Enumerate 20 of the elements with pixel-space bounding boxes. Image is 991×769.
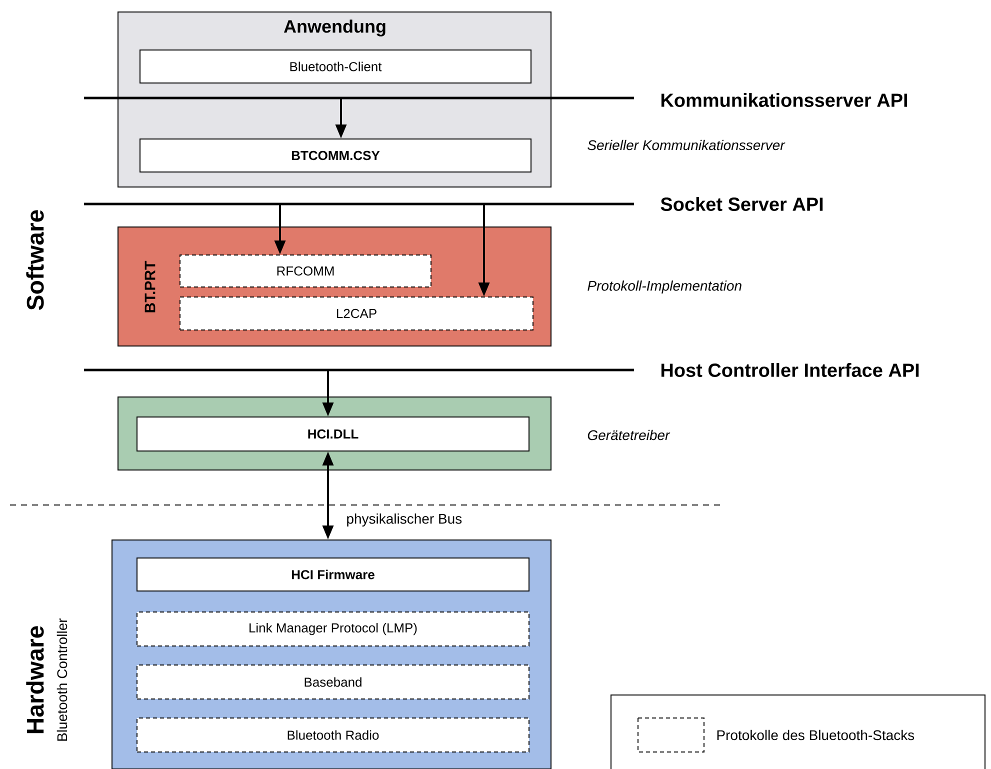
node-label: Bluetooth Controller — [56, 618, 68, 741]
module-box: BTCOMM.CSY — [140, 138, 532, 172]
section-label: Software — [26, 210, 44, 310]
module-box: RFCOMM — [180, 254, 432, 288]
module-box: Bluetooth Radio — [136, 718, 530, 752]
layer-description: Serieller Kommunikationsserver — [588, 140, 786, 150]
edge-label: physikalischer Bus — [345, 512, 464, 528]
module-box: L2CAP — [180, 296, 534, 330]
api-label: Socket Server API — [660, 197, 823, 211]
layer-description: Protokoll-Implementation — [588, 280, 742, 294]
module-box: Baseband — [136, 664, 530, 700]
api-label: Host Controller Interface API — [661, 363, 919, 377]
api-label: Kommunikationsserver API — [661, 93, 908, 107]
module-box: Bluetooth-Client — [140, 50, 532, 84]
module-box: Link Manager Protocol (LMP) — [136, 612, 530, 646]
module-box: HCI Firmware — [136, 558, 530, 592]
legend-text: Protokolle des Bluetooth-Stacks — [717, 730, 914, 740]
layer-description: Gerätetreiber — [588, 430, 670, 440]
module-box: HCI.DLL — [136, 416, 530, 452]
section-label: Hardware — [26, 626, 44, 734]
